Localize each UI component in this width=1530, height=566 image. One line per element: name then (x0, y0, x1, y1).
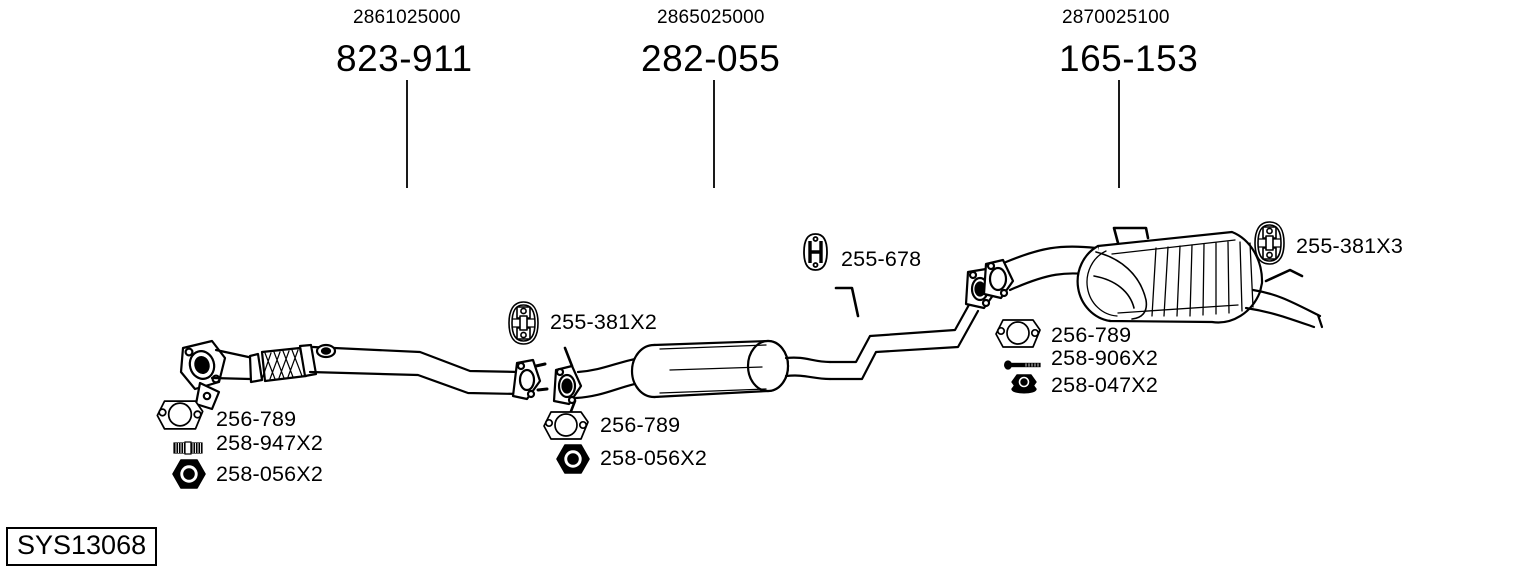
rear-silencer-graphic (828, 226, 1324, 381)
fitting-label-front-bolt: 258-947X2 (216, 431, 324, 455)
system-code-box: SYS13068 (6, 527, 158, 566)
flange-gasket-icon (541, 409, 591, 442)
fitting-label-centre-gasket: 256-789 (600, 413, 681, 437)
flange-gasket-icon (993, 317, 1043, 350)
long-bolt-icon (1003, 357, 1042, 370)
reference-number-rear-silencer: 165-153 (1059, 38, 1199, 79)
oem-number-rear-silencer: 2870025100 (1062, 7, 1170, 28)
oem-number-front-pipe: 2861025000 (353, 7, 461, 28)
system-code-text: SYS13068 (17, 530, 147, 560)
rubber-mount-icon (1254, 221, 1285, 265)
reference-number-centre-silencer: 282-055 (641, 38, 781, 79)
hex-nut-icon (556, 443, 590, 475)
fitting-label-rear-hanger: 255-381X3 (1296, 234, 1404, 258)
oem-number-centre-silencer: 2865025000 (657, 7, 765, 28)
fitting-label-rear-gasket: 256-789 (1051, 323, 1132, 347)
front-pipe-graphic (179, 339, 549, 411)
fitting-label-centre-hanger: 255-381X2 (550, 310, 658, 334)
fitting-label-rear-nut: 258-047X2 (1051, 373, 1159, 397)
flange-gasket-icon (154, 398, 206, 432)
flange-nut-icon (1009, 373, 1039, 397)
fitting-label-front-gasket: 256-789 (216, 407, 297, 431)
spring-bolt-icon (173, 441, 203, 455)
reference-number-front-pipe: 823-911 (336, 38, 473, 79)
fitting-label-mid-hanger: 255-678 (841, 247, 922, 271)
rubber-mount-icon (508, 301, 539, 345)
fitting-label-rear-bolt: 258-906X2 (1051, 346, 1159, 370)
hex-nut-icon (172, 458, 206, 490)
fitting-label-front-nut: 258-056X2 (216, 462, 324, 486)
h-hanger-icon (803, 233, 828, 271)
fitting-label-centre-nut: 258-056X2 (600, 446, 708, 470)
centre-silencer-graphic (552, 339, 832, 421)
